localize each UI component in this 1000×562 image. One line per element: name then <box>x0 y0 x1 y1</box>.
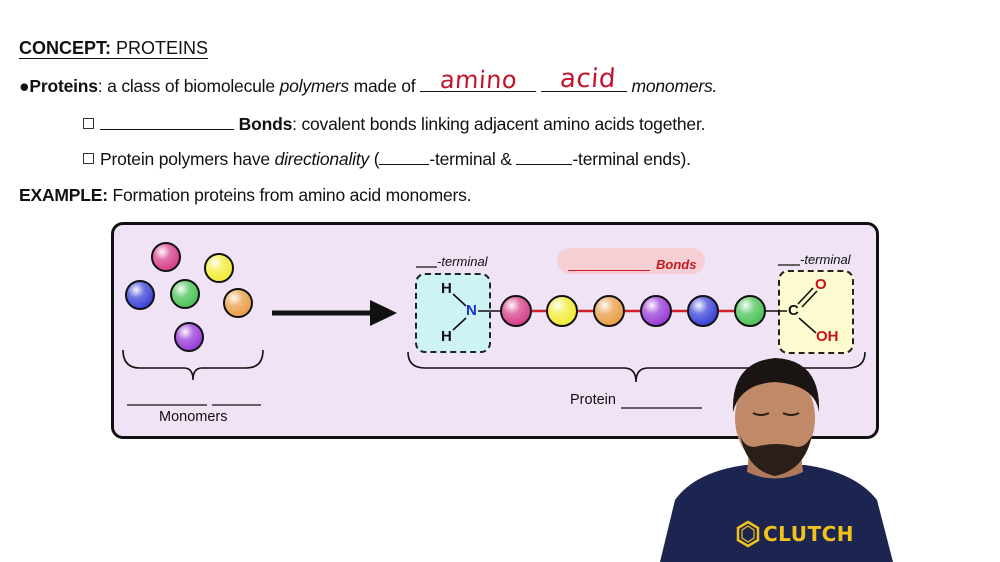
monomers-brace <box>122 349 264 381</box>
presenter-video: CLUTCH <box>655 350 895 562</box>
definition-text-b: made of <box>348 76 421 96</box>
concept-label: CONCEPT: <box>19 38 112 58</box>
definition-end: monomers. <box>631 76 718 96</box>
n-terminal-label: -terminal <box>437 254 488 269</box>
monomers-label: Monomers <box>159 409 228 425</box>
atom-h-bottom: H <box>441 328 452 345</box>
bonds-highlight <box>557 248 705 274</box>
amino-group-box <box>415 273 491 353</box>
definition-text: : a class of biomolecule <box>97 76 280 96</box>
monomer-cluster <box>125 242 253 352</box>
c-terminal-label: -terminal <box>800 252 851 267</box>
dir-text-c: -terminal & <box>429 149 517 169</box>
bonds-label: Bonds <box>656 257 697 272</box>
definition-term: Proteins <box>29 76 98 96</box>
bonds-text: : covalent bonds linking adjacent amino … <box>292 114 706 134</box>
reaction-arrow-icon <box>272 300 397 326</box>
example-text: Formation proteins from amino acid monom… <box>112 185 472 205</box>
atom-h-top: H <box>441 280 452 297</box>
dir-text-b: ( <box>369 149 380 169</box>
dir-text-d: -terminal ends). <box>572 149 691 169</box>
protein-label: Protein <box>570 392 616 408</box>
bonds-term: Bonds <box>238 114 293 134</box>
sub-point-bonds: Bonds: covalent bonds linking adjacent a… <box>83 114 705 135</box>
dir-italic: directionality <box>274 149 370 169</box>
bonds-blank <box>100 115 234 130</box>
checkbox-icon <box>83 153 94 164</box>
sub-point-directionality: Protein polymers have directionality ( -t… <box>83 149 691 170</box>
clutch-logo-icon <box>736 520 760 548</box>
presenter-figure <box>660 358 893 562</box>
concept-topic: PROTEINS <box>116 38 209 58</box>
c-blank <box>516 150 573 165</box>
bullet: ● <box>19 76 30 96</box>
concept-title: CONCEPT: PROTEINS <box>19 38 209 59</box>
blank-1 <box>420 77 537 92</box>
example-label: EXAMPLE: <box>19 185 108 205</box>
definition-italic: polymers <box>279 76 350 96</box>
example-line: EXAMPLE: Formation proteins from amino a… <box>19 185 472 206</box>
definition-line: ●Proteins: a class of biomolecule polyme… <box>19 76 717 97</box>
checkbox-icon <box>83 118 94 129</box>
carboxyl-group-box <box>778 270 854 354</box>
n-blank <box>379 150 430 165</box>
atom-oh: OH <box>816 328 839 345</box>
shirt-logo-text: CLUTCH <box>763 522 855 546</box>
atom-c: C <box>788 302 799 319</box>
dir-text-a: Protein polymers have <box>100 149 275 169</box>
atom-n: N <box>466 302 477 319</box>
blank-2 <box>540 77 627 92</box>
atom-o: O <box>815 276 827 293</box>
bonds-label-blank <box>568 270 650 271</box>
protein-brace <box>407 351 866 383</box>
